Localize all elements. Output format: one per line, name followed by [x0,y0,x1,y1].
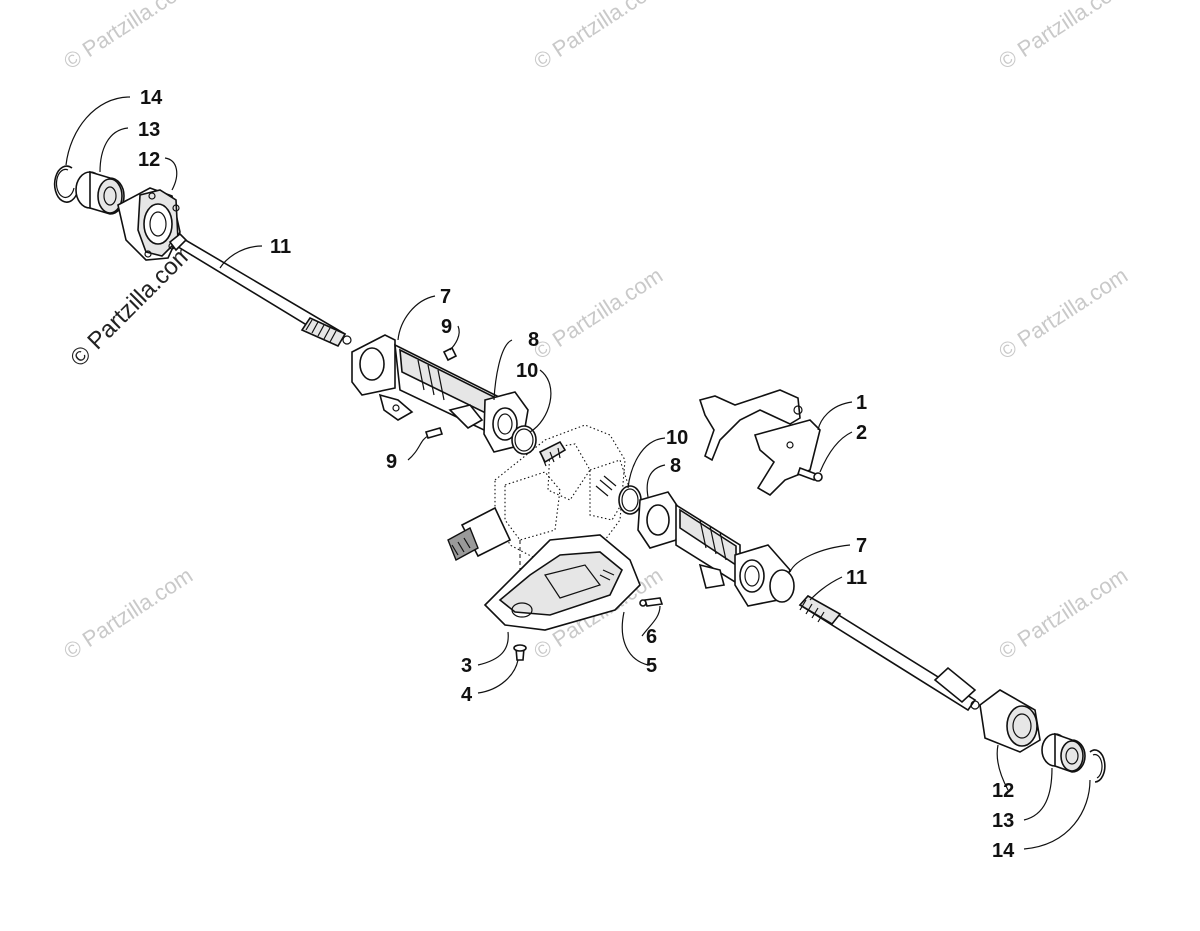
callout-9: 9 [441,316,452,338]
bracket-bolt [796,466,823,482]
callout-13: 13 [992,810,1014,832]
callout-14: 14 [140,87,163,109]
callout-7: 7 [440,286,451,308]
left-axle-tube [351,334,529,453]
callout-2: 2 [856,422,867,444]
callout-11: 11 [846,567,867,589]
right-o-ring [618,485,642,515]
watermark: © Partzilla.com [994,262,1132,364]
left-tube-screw-upper [442,346,458,362]
right-snap-ring [1089,749,1106,783]
watermark: © Partzilla.com [59,562,197,664]
right-axle-tube [637,491,795,607]
watermark: © Partzilla.com [529,0,667,74]
callout-6: 6 [646,626,657,648]
callout-4: 4 [461,684,473,706]
skid-plate-screw [639,597,664,607]
callout-7: 7 [856,535,867,557]
callout-8: 8 [528,329,539,351]
leader-lines [65,96,1091,850]
watermark: © Partzilla.com [59,0,197,74]
skid-plate [483,534,641,631]
callout-8: 8 [670,455,681,477]
callout-14: 14 [992,840,1015,862]
left-bearing [75,170,125,215]
left-axle-shaft [168,232,352,348]
callouts: 14 13 12 11 7 9 8 10 9 10 8 1 2 7 11 3 4… [138,87,1015,862]
callout-3: 3 [461,655,472,677]
callout-12: 12 [992,780,1014,802]
watermark: © Partzilla.com [994,562,1132,664]
callout-11: 11 [270,236,291,258]
callout-13: 13 [138,119,160,141]
left-bearing-housing [117,187,181,261]
callout-9: 9 [386,451,397,473]
watermark-emphasized: © Partzilla.com [65,239,198,372]
watermark: © Partzilla.com [994,0,1132,74]
skid-plate-bolt [513,644,527,661]
left-o-ring [511,425,537,455]
callout-1: 1 [856,392,867,414]
right-bearing [1041,732,1086,773]
right-axle-shaft [798,594,980,712]
left-snap-ring [53,165,79,203]
callout-10: 10 [516,360,538,382]
mounting-bracket [698,389,821,497]
callout-5: 5 [646,655,657,677]
watermark: © Partzilla.com [529,262,667,364]
right-bearing-housing [979,689,1041,753]
left-tube-screw-lower [424,427,444,439]
callout-12: 12 [138,149,160,171]
callout-10: 10 [666,427,688,449]
